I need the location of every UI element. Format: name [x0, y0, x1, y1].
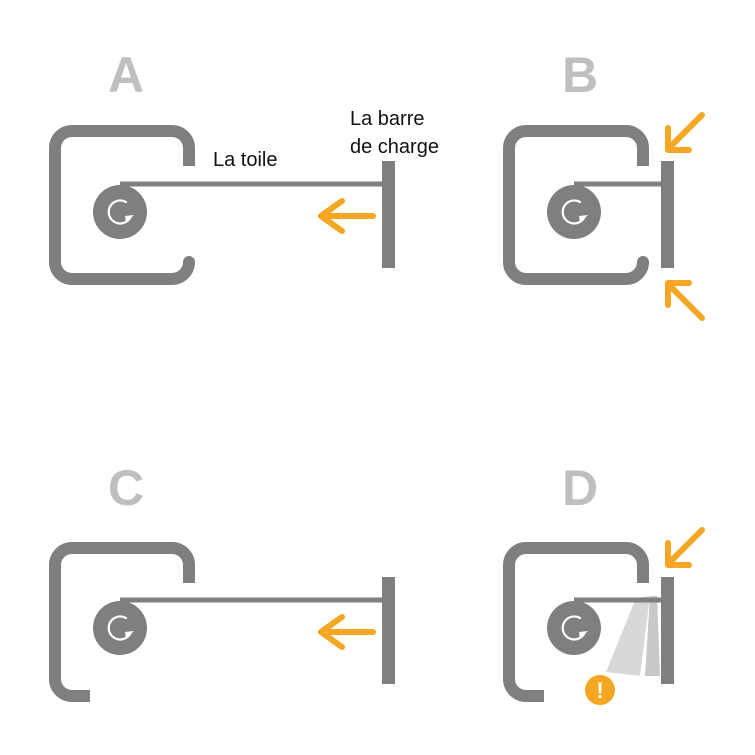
warning-symbol: ! — [596, 678, 603, 703]
roller-tube — [547, 185, 601, 239]
load-bar-label-line2: de charge — [350, 136, 439, 158]
arrow-icon — [665, 112, 705, 153]
panel-letter-b: B — [562, 47, 598, 103]
load-bar-label-line1: La barre — [350, 108, 425, 130]
fabric-slip — [645, 596, 660, 676]
roller-tube — [93, 601, 147, 655]
panel-letter-c: C — [108, 460, 144, 516]
load-bar — [382, 577, 395, 684]
load-bar — [382, 161, 395, 268]
panel-letter-a: A — [108, 47, 144, 103]
cassette-housing — [49, 125, 195, 285]
panel-a: A La toile La barre de charge — [49, 47, 439, 285]
panel-b: B — [503, 47, 705, 321]
cassette-housing — [49, 542, 195, 702]
panel-letter-d: D — [562, 460, 598, 516]
load-bar — [661, 577, 674, 684]
fabric-slip — [606, 596, 650, 676]
cassette-housing — [503, 542, 649, 702]
arrow-icon — [318, 614, 376, 650]
load-bar — [661, 161, 674, 268]
panel-c: C — [49, 460, 395, 702]
cassette-housing — [503, 125, 649, 285]
roller-tube — [93, 185, 147, 239]
roller-tube — [547, 601, 601, 655]
arrow-icon — [665, 280, 705, 321]
warning-icon: ! — [585, 675, 615, 705]
arrow-icon — [665, 527, 705, 568]
arrow-icon — [318, 198, 376, 234]
fabric-label: La toile — [213, 149, 278, 171]
panel-d: D ! — [503, 460, 705, 705]
